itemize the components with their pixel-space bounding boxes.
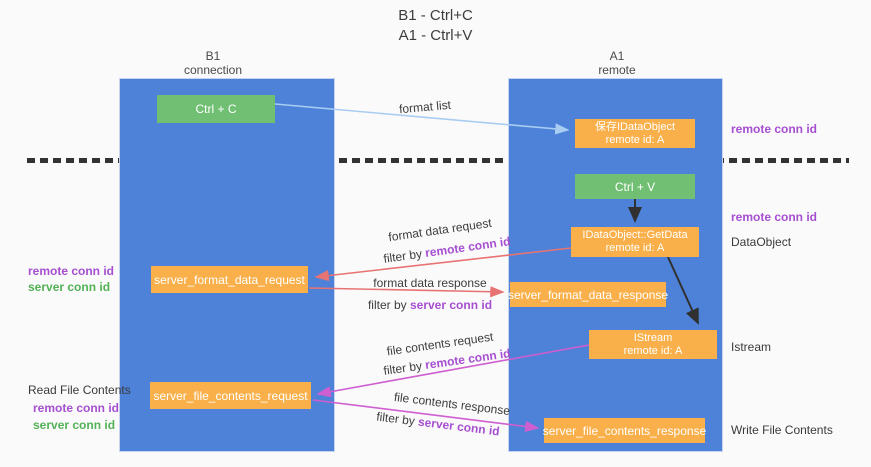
istream-line2: remote id: A <box>623 344 683 357</box>
ctrl-c-label: Ctrl + C <box>195 102 237 116</box>
server-file-contents-response-label: server_file_contents_response <box>542 423 707 438</box>
remote-conn-id-label-top: remote conn id <box>731 122 818 136</box>
save-dataobject-line2: remote id: A <box>605 133 665 146</box>
istream-label: Istream <box>731 340 772 354</box>
istream-box: IStream remote id: A <box>589 330 717 359</box>
server-file-contents-request-label: server_file_contents_request <box>153 388 308 403</box>
server-file-contents-request-box: server_file_contents_request <box>150 382 311 409</box>
save-dataobject-box: 保存IDataObject remote id: A <box>575 119 695 148</box>
title-line-1: B1 - Ctrl+C <box>398 7 473 24</box>
server-conn-id-value: server conn id <box>417 414 501 439</box>
remote-conn-id-value: remote conn id <box>424 234 512 260</box>
format-list-label: format list <box>398 97 452 117</box>
left-column-header: B1 connection <box>153 49 273 77</box>
left-remote-conn-id-2: remote conn id <box>33 401 120 415</box>
right-column-role: remote <box>598 63 636 77</box>
getdata-line1: IDataObject::GetData <box>582 229 688 241</box>
istream-line1: IStream <box>633 331 673 344</box>
page-title: B1 - Ctrl+C A1 - Ctrl+V <box>0 6 871 46</box>
left-column-role: connection <box>183 63 243 77</box>
ctrl-c-box: Ctrl + C <box>157 95 275 123</box>
server-format-data-request-box: server_format_data_request <box>151 266 308 293</box>
remote-conn-id-label-mid: remote conn id <box>731 210 818 224</box>
server-conn-id-value: server conn id <box>409 298 493 312</box>
right-column-name: A1 <box>609 49 625 63</box>
dashed-divider <box>27 158 849 163</box>
format-data-response-label: format data response <box>373 276 487 290</box>
server-format-data-response-label: server_format_data_response <box>507 287 669 302</box>
filter-by-text: filter by <box>367 298 410 312</box>
left-column-name: B1 <box>205 49 221 63</box>
server-file-contents-response-box: server_file_contents_response <box>542 418 707 443</box>
filter-by-text: filter by <box>375 409 419 429</box>
left-server-conn-id-1: server conn id <box>28 280 111 294</box>
left-remote-conn-id-1: remote conn id <box>28 264 115 278</box>
dataobject-label: DataObject <box>731 235 792 249</box>
getdata-line2: remote id: A <box>605 242 665 254</box>
title-line-2: A1 - Ctrl+V <box>398 27 473 44</box>
write-file-contents-label: Write File Contents <box>731 423 833 437</box>
server-format-data-request-label: server_format_data_request <box>154 272 305 287</box>
filter-by-text: filter by <box>382 358 427 378</box>
ctrl-v-label: Ctrl + V <box>614 179 656 194</box>
read-file-contents-label: Read File Contents <box>28 383 131 397</box>
ctrl-v-box: Ctrl + V <box>575 174 695 199</box>
save-dataobject-line1: 保存IDataObject <box>594 120 676 133</box>
left-server-conn-id-2: server conn id <box>33 418 116 432</box>
server-format-data-response-box: server_format_data_response <box>507 282 669 307</box>
getdata-box: IDataObject::GetData remote id: A <box>571 227 699 257</box>
filter-by-text: filter by <box>382 246 427 266</box>
right-column-header: A1 remote <box>557 49 677 77</box>
format-response-filter-label: filter by server conn id <box>368 298 492 312</box>
